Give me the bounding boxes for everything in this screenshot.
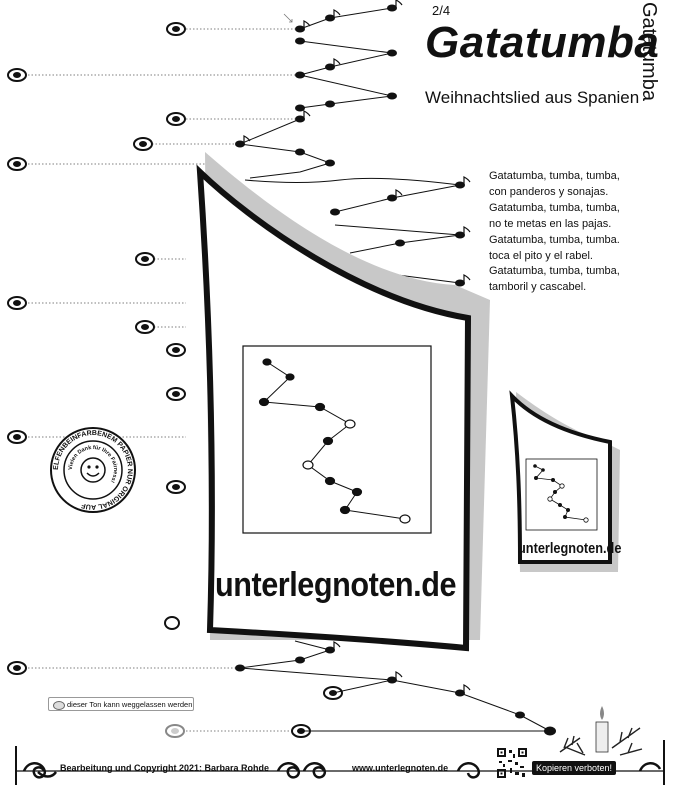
- lyric-line: Gatatumba, tumba, tumba,: [489, 170, 620, 182]
- lyric-line: Gatatumba, tumba, tumba,: [489, 201, 620, 214]
- song-subtitle: Weihnachtslied aus Spanien: [425, 88, 640, 107]
- candle-decoration: [559, 706, 643, 756]
- lyric-line: con panderos y sonajas.: [489, 185, 609, 198]
- note-flags: [243, 0, 471, 283]
- melody-top-notes: [235, 4, 465, 287]
- lyric-line: Gatatumba, tumba, tumba,: [489, 265, 620, 278]
- footer-url[interactable]: www.unterlegnoten.de: [352, 763, 449, 773]
- logo-text-large: unterlegnoten.de: [215, 566, 457, 604]
- omit-note-text: dieser Ton kann weggelassen werden: [67, 700, 193, 709]
- copy-forbidden-badge: Kopieren verboten!: [532, 761, 617, 775]
- optional-note-icon: [53, 701, 65, 710]
- side-title-text: Gatatumba: [638, 2, 660, 101]
- logo-text-small: unterlegnoten.de: [518, 540, 622, 557]
- qr-code-icon: [497, 748, 527, 778]
- lyric-line: Gatatumba, tumba, tumba.: [489, 233, 620, 246]
- seal-badge: ELFENBEINFARBENEM PAPIER NUR ORIGINAL AU…: [50, 427, 136, 513]
- side-title: Gatatumba: [628, 0, 664, 120]
- preview-box: [242, 345, 432, 534]
- lyric-line: tamboril y cascabel.: [489, 281, 587, 294]
- lyrics-block: Gatatumba, tumba, tumba, con panderos y …: [489, 169, 620, 296]
- lyric-line: toca el pito y el rabel.: [489, 249, 593, 262]
- page-number: 2/4: [432, 3, 451, 18]
- footer-copyright: Bearbeitung und Copyright 2021: Barbara …: [60, 763, 270, 773]
- omit-note-legend: dieser Ton kann weggelassen werden: [48, 697, 194, 711]
- small-preview-notes: [533, 464, 589, 523]
- guide-lines: [28, 28, 300, 732]
- melody-bottom: [239, 640, 551, 732]
- melody-bottom-notes: [235, 646, 556, 736]
- arrow-icon: [283, 13, 293, 23]
- lyric-line: no te metas en las pajas.: [489, 217, 612, 230]
- song-title: Gatatumba: [425, 18, 660, 67]
- preview-notes: [258, 358, 411, 524]
